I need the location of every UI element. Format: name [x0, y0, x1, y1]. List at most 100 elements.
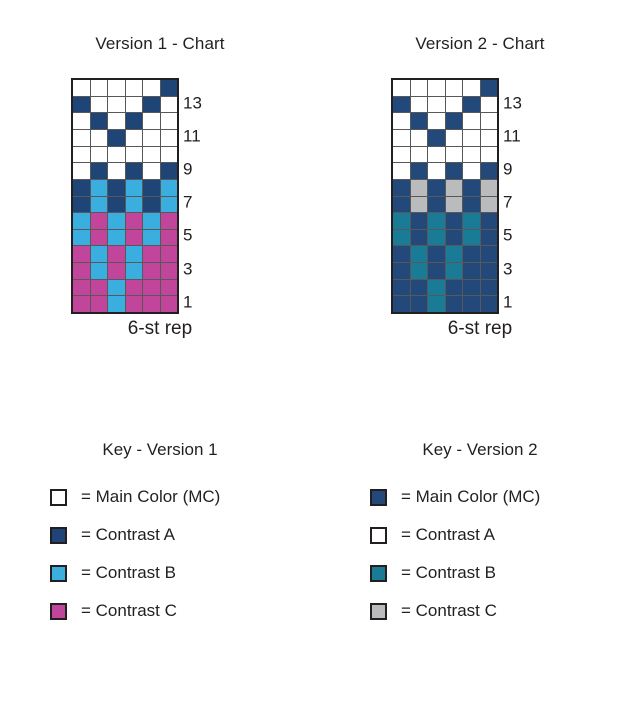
chart-cell: [125, 263, 142, 279]
chart-cell: [463, 179, 480, 196]
chart-cell: [445, 96, 462, 113]
key-row: = Contrast C: [50, 592, 280, 630]
chart-cell: [445, 163, 462, 179]
chart-cell: [143, 163, 160, 179]
chart-cell: [125, 96, 142, 113]
chart-cell: [90, 113, 107, 129]
chart-cell: [108, 163, 125, 179]
chart-cell: [463, 163, 480, 179]
chart-cell: [125, 113, 142, 129]
chart-cell: [143, 80, 160, 96]
row-number-label: 5: [183, 225, 193, 245]
chart-cell: [160, 179, 177, 196]
chart-cell: [73, 179, 90, 196]
chart-cell: [393, 146, 410, 163]
key-label: = Main Color (MC): [401, 487, 541, 506]
chart-cell: [73, 113, 90, 129]
key-title-version-2: Key - Version 2: [422, 440, 538, 459]
chart-cell: [393, 213, 410, 229]
chart-cell: [160, 213, 177, 229]
chart-cell: [393, 80, 410, 96]
chart-cell: [393, 179, 410, 196]
chart-cell: [445, 179, 462, 196]
chart-cell: [90, 279, 107, 296]
key-swatch-mc: [50, 488, 67, 506]
key-swatch-b: [50, 564, 67, 582]
chart-cell: [410, 263, 427, 279]
chart-cell: [393, 296, 410, 312]
chart-cell: [160, 129, 177, 146]
chart-cell: [108, 196, 125, 213]
chart-cell: [90, 196, 107, 213]
chart-cell: [428, 179, 445, 196]
row-number-label: 1: [183, 292, 193, 312]
chart-cell: [428, 96, 445, 113]
chart-cell: [445, 279, 462, 296]
key-row: = Contrast A: [370, 516, 600, 554]
chart-cell: [410, 146, 427, 163]
chart-cell: [463, 196, 480, 213]
key-row: = Contrast C: [370, 592, 600, 630]
chart-cell: [428, 146, 445, 163]
key-label: = Contrast B: [81, 563, 176, 582]
key-swatch-mc: [370, 488, 387, 506]
key-row: = Contrast B: [50, 554, 280, 592]
chart-cell: [393, 229, 410, 246]
chart-cell: [410, 229, 427, 246]
chart-cell: [90, 246, 107, 263]
key-swatch-c: [370, 602, 387, 620]
chart-cell: [143, 213, 160, 229]
key-version-2: Key - Version 2 = Main Color (MC) = Contr…: [320, 440, 640, 630]
chart-cell: [393, 96, 410, 113]
repeat-label-version-1: 6-st rep: [127, 318, 193, 339]
chart-cell: [160, 279, 177, 296]
chart-cell: [143, 129, 160, 146]
chart-cell: [410, 246, 427, 263]
chart-cell: [480, 196, 497, 213]
key-swatch-b: [370, 564, 387, 582]
key-row: = Contrast A: [50, 516, 280, 554]
chart-cell: [445, 113, 462, 129]
colorwork-grid-version-1: [71, 78, 179, 314]
chart-cell: [410, 163, 427, 179]
chart-cell: [463, 213, 480, 229]
chart-cell: [90, 213, 107, 229]
chart-cell: [108, 129, 125, 146]
chart-cell: [480, 113, 497, 129]
chart-cell: [160, 229, 177, 246]
chart-cell: [90, 229, 107, 246]
chart-cell: [428, 196, 445, 213]
chart-cell: [125, 229, 142, 246]
chart-cell: [73, 279, 90, 296]
key-row: = Main Color (MC): [370, 478, 600, 516]
chart-cell: [463, 80, 480, 96]
chart-cell: [73, 80, 90, 96]
chart-cell: [428, 129, 445, 146]
chart-cell: [393, 129, 410, 146]
row-number-label: 3: [503, 259, 513, 279]
chart-cell: [90, 146, 107, 163]
row-number-label: 1: [503, 292, 513, 312]
chart-cell: [393, 113, 410, 129]
key-row: = Main Color (MC): [50, 478, 280, 516]
chart-cell: [428, 113, 445, 129]
chart-cell: [143, 263, 160, 279]
chart-cell: [125, 179, 142, 196]
chart-cell: [480, 129, 497, 146]
key-label: = Contrast C: [401, 601, 497, 620]
chart-cell: [90, 296, 107, 312]
chart-cell: [90, 96, 107, 113]
chart-cell: [410, 96, 427, 113]
chart-cell: [480, 246, 497, 263]
key-title-version-1: Key - Version 1: [102, 440, 218, 459]
chart-cell: [428, 263, 445, 279]
chart-cell: [160, 146, 177, 163]
row-number-label: 11: [183, 126, 201, 146]
chart-cell: [73, 263, 90, 279]
row-number-label: 7: [183, 192, 193, 212]
chart-cell: [410, 213, 427, 229]
chart-cell: [445, 213, 462, 229]
row-number-label: 9: [183, 159, 193, 179]
